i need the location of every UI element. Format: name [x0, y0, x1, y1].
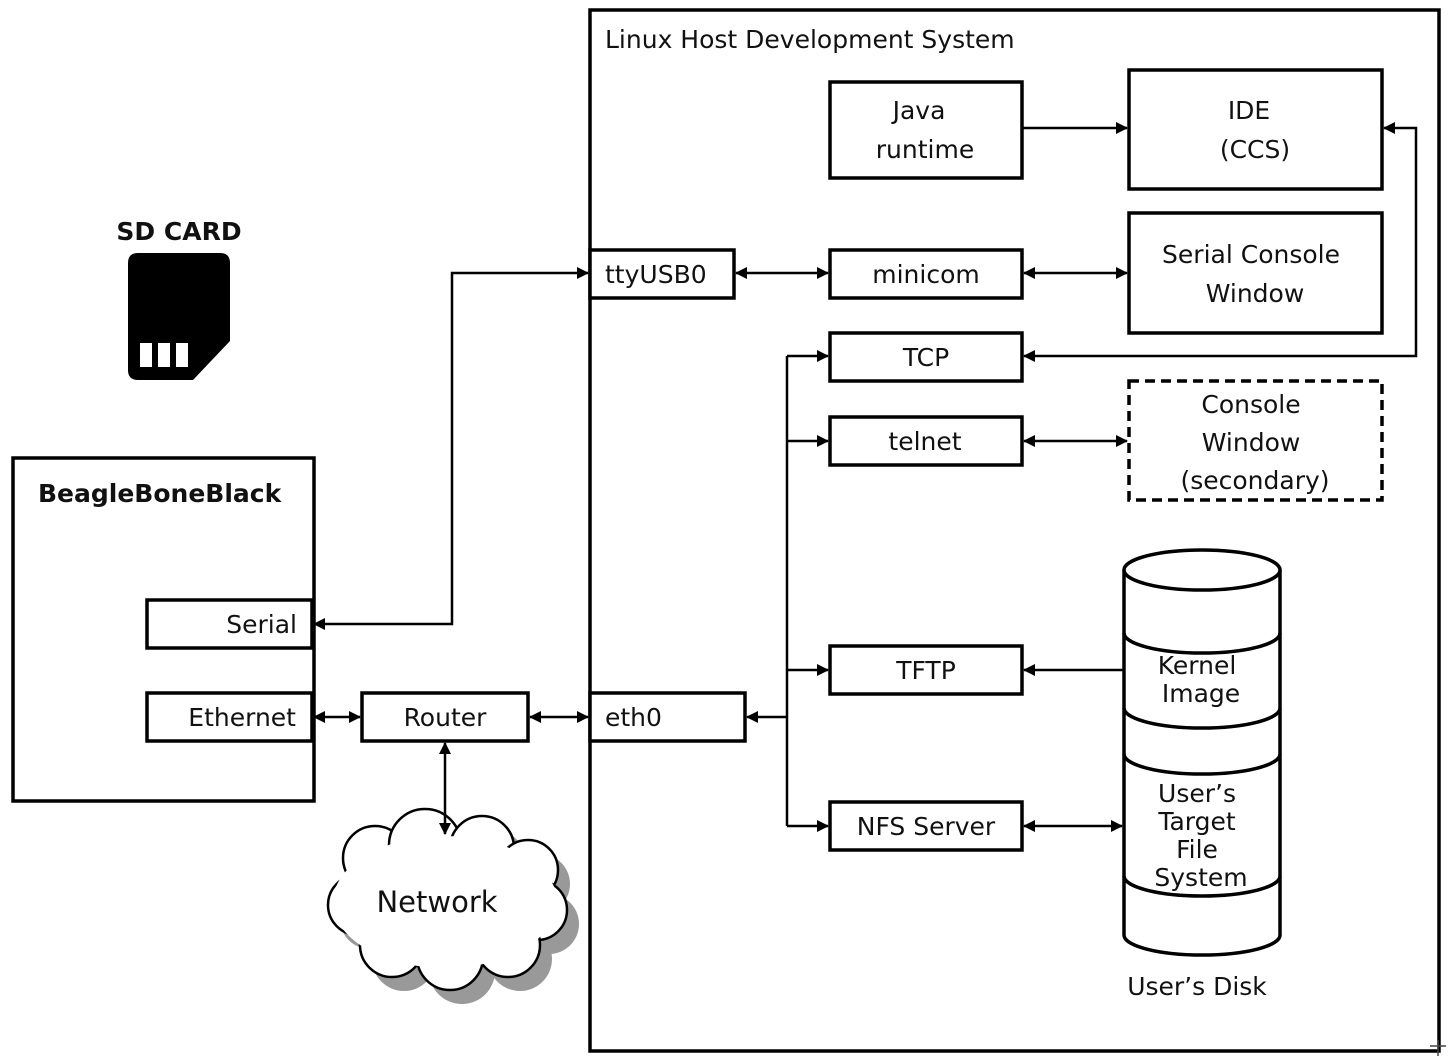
- eth0-port-label: eth0: [605, 703, 662, 732]
- tcp-label: TCP: [902, 343, 949, 372]
- users-disk-cylinder: [1122, 548, 1282, 957]
- java-runtime-label: Java runtime: [876, 96, 974, 164]
- sd-card-label: SD CARD: [116, 217, 241, 246]
- target-file-system-label: User’s Target File System: [1154, 779, 1247, 892]
- connector-ide-tcp: [1023, 122, 1418, 362]
- sd-card-icon: [128, 253, 230, 380]
- java-runtime-box: [828, 80, 1024, 180]
- kernel-image-label: Kernel Image: [1158, 651, 1245, 708]
- host-title: Linux Host Development System: [605, 25, 1015, 54]
- router-label: Router: [404, 703, 488, 732]
- serial-port-label: Serial: [226, 610, 297, 639]
- telnet-box: [828, 415, 1024, 467]
- console-window-secondary-label: Console Window (secondary): [1180, 390, 1329, 495]
- console-window-secondary-box: [1127, 379, 1384, 502]
- eth0-port-box: [588, 691, 747, 743]
- network-cloud: [326, 807, 579, 1004]
- ethernet-port-label: Ethernet: [188, 703, 296, 732]
- minicom-box: [828, 248, 1024, 300]
- tftp-label: TFTP: [895, 656, 956, 685]
- nfs-server-box: [828, 800, 1024, 852]
- minicom-label: minicom: [872, 260, 979, 289]
- ethernet-port-box: [145, 691, 314, 743]
- ide-box: [1127, 68, 1384, 191]
- network-label: Network: [376, 885, 497, 919]
- tftp-box: [828, 644, 1024, 696]
- tcp-box: [828, 331, 1024, 383]
- telnet-label: telnet: [888, 427, 961, 456]
- ttyusb0-port-label: ttyUSB0: [605, 260, 707, 289]
- serial-port-box: [145, 598, 314, 650]
- router-box: [360, 691, 530, 743]
- serial-console-window-box: [1127, 211, 1384, 335]
- connector-serial-ttyusb0: [313, 267, 589, 630]
- beaglebone-title: BeagleBoneBlack: [38, 479, 283, 508]
- nfs-server-label: NFS Server: [857, 812, 996, 841]
- ttyusb0-port-box: [588, 248, 736, 300]
- users-disk-caption: User’s Disk: [1127, 972, 1267, 1001]
